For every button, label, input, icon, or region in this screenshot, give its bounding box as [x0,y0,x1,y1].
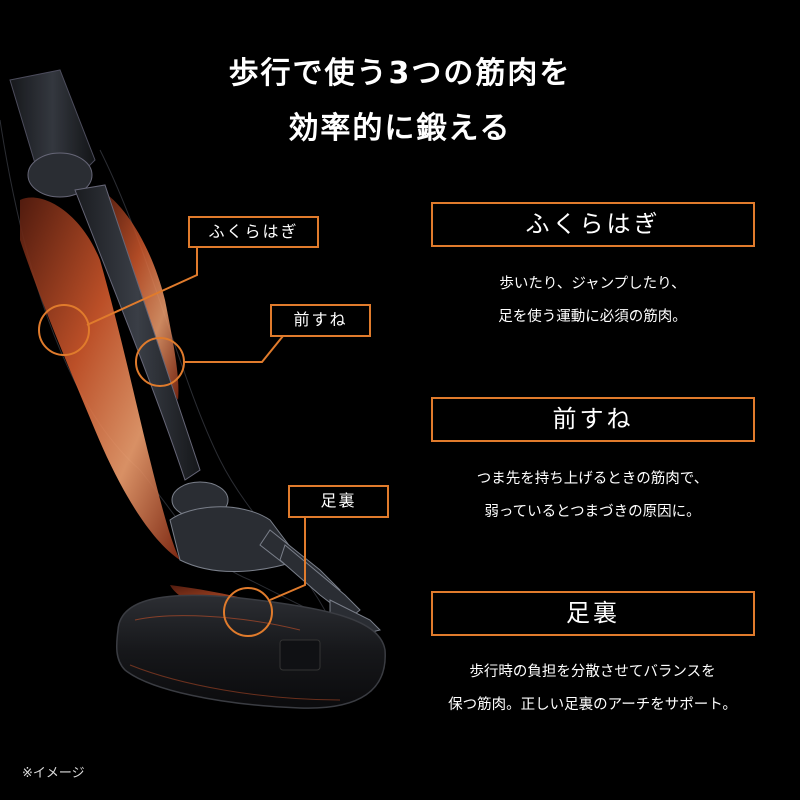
image-disclaimer: ※イメージ [22,766,85,781]
muscle-heading-shin: 前すね [431,397,755,442]
tibia-bone [74,184,201,481]
callout-shin-label: 前すね [293,310,348,329]
muscle-desc-calf-line2: 足を使う運動に必須の筋肉。 [498,309,687,325]
callout-calf: ふくらはぎ [188,216,319,248]
muscle-desc-shin-line2: 弱っているとつまづきの原因に。 [484,504,701,520]
callout-sole-label: 足裏 [320,491,357,510]
muscle-heading-sole-label: 足裏 [566,599,620,627]
callout-lines [38,248,306,637]
muscle-heading-shin-label: 前すね [552,405,634,433]
muscle-desc-sole-line1: 歩行時の負担を分散させてバランスを [469,664,716,680]
femur-bone [9,69,96,198]
sole-highlight-circle [223,587,273,637]
muscle-desc-shin-line1: つま先を持ち上げるときの筋肉で、 [476,471,709,487]
muscle-desc-calf-line1: 歩いたり、ジャンプしたり、 [499,276,686,292]
muscle-desc-sole-line2: 保つ筋肉。正しい足裏のアーチをサポート。 [448,697,737,713]
muscle-heading-calf: ふくらはぎ [431,202,755,247]
headline-line-1: 歩行で使う3つの筋肉を [228,56,572,91]
muscle-desc-calf: 歩いたり、ジャンプしたり、 足を使う運動に必須の筋肉。 [420,268,765,334]
callout-shin: 前すね [270,304,371,337]
callout-calf-label: ふくらはぎ [208,222,299,241]
foot-massager-device [115,594,386,709]
muscle-heading-sole: 足裏 [431,591,755,636]
calf-muscle [20,197,180,560]
muscle-heading-calf-label: ふくらはぎ [525,210,661,238]
headline-line-2: 効率的に鍛える [288,111,512,146]
muscle-desc-sole: 歩行時の負担を分散させてバランスを 保つ筋肉。正しい足裏のアーチをサポート。 [420,656,765,722]
callout-sole: 足裏 [288,485,389,518]
calf-highlight-circle [38,304,90,356]
muscle-desc-shin: つま先を持ち上げるときの筋肉で、 弱っているとつまづきの原因に。 [420,463,765,529]
foot-bones [169,481,381,636]
